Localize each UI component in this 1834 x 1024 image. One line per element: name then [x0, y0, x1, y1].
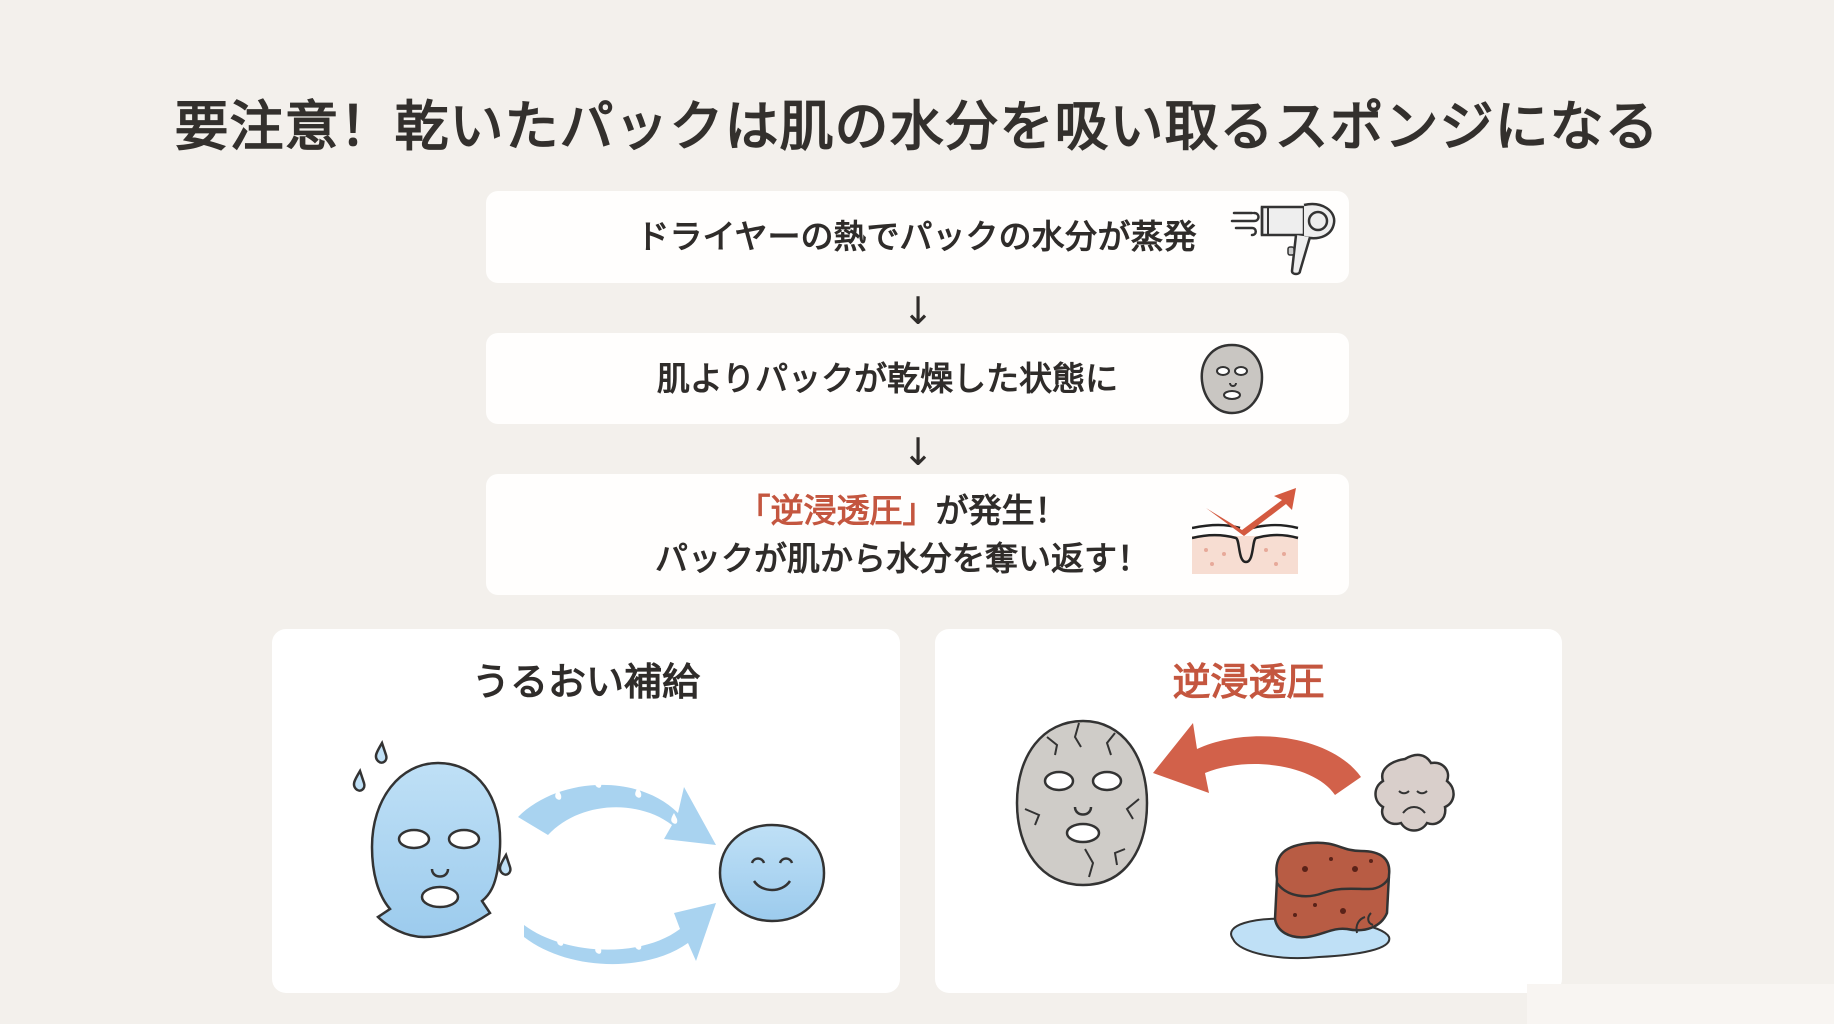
flow-arrow-1: ↓ — [902, 289, 934, 333]
skin-moisture-loss-icon — [1192, 488, 1304, 578]
reverse-osmosis-highlight: 「逆浸透圧」 — [737, 490, 936, 530]
step-card-1: ドライヤーの熱でパックの水分が蒸発 — [486, 191, 1349, 283]
moisture-supply-panel: うるおい補給 — [272, 629, 900, 993]
step-3-line-2: パックが肌から水分を奪い返す！ — [655, 538, 1150, 578]
step-3-text: 「逆浸透圧」が発生！ パックが肌から水分を奪い返す！ — [655, 487, 1150, 583]
moisture-supply-title: うるおい補給 — [471, 660, 700, 704]
cracked-sheet-mask-icon — [1015, 719, 1495, 979]
step-2-text: 肌よりパックが乾燥した状態に — [656, 358, 1119, 398]
reverse-osmosis-panel: 逆浸透圧 — [935, 629, 1562, 993]
bottom-strip — [1527, 984, 1834, 1024]
page-title: 要注意！乾いたパックは肌の水分を吸い取るスポンジになる — [174, 95, 1660, 158]
hair-dryer-icon — [1230, 197, 1342, 279]
wet-sheet-mask-icon — [348, 729, 868, 969]
dry-sheet-mask-icon — [1192, 339, 1272, 419]
step-card-3: 「逆浸透圧」が発生！ パックが肌から水分を奪い返す！ — [486, 474, 1349, 595]
step-card-2: 肌よりパックが乾燥した状態に — [486, 333, 1349, 424]
flow-arrow-2: ↓ — [902, 430, 934, 474]
step-1-text: ドライヤーの熱でパックの水分が蒸発 — [636, 217, 1197, 257]
reverse-osmosis-title: 逆浸透圧 — [1172, 660, 1325, 704]
